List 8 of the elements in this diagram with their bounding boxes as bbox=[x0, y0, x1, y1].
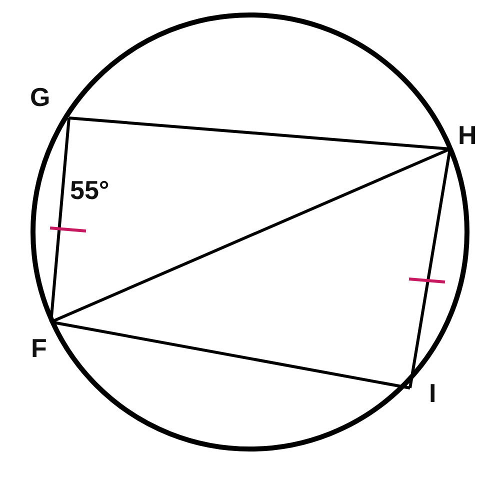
vertex-label: I bbox=[429, 380, 436, 406]
angle-label: 55° bbox=[70, 177, 110, 203]
vertex-label: H bbox=[458, 122, 477, 148]
vertex-label: F bbox=[31, 335, 47, 361]
vertex-label: G bbox=[30, 84, 50, 110]
line-segment bbox=[68, 116, 450, 150]
line-segment bbox=[408, 148, 452, 388]
line-segment bbox=[50, 118, 70, 322]
